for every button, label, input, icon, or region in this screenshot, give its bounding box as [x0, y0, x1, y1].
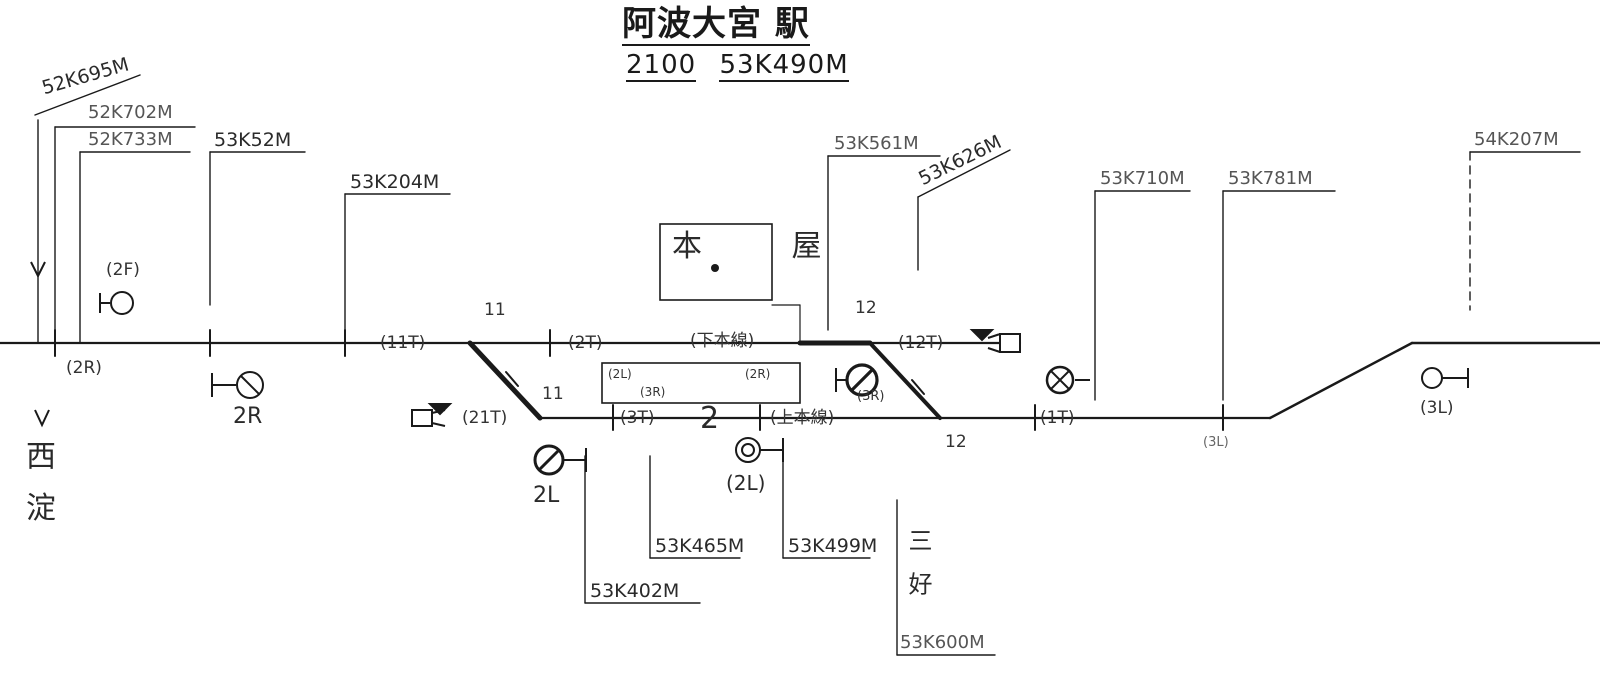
km-mark: 53K204M [350, 171, 440, 193]
station-code: 2100 [626, 50, 697, 82]
signal-label: (2L) [726, 471, 766, 495]
track-label: (3T) [620, 408, 655, 428]
joint [505, 371, 519, 387]
west-fork [34, 409, 50, 428]
km-mark: 53K402M [590, 580, 680, 602]
track-label: (11T) [380, 333, 426, 353]
signal-label: (2F) [106, 260, 140, 280]
joint [911, 379, 925, 395]
station-building [659, 223, 773, 301]
switch-number: 11 [484, 300, 506, 320]
signal-label: (3L) [1420, 398, 1454, 418]
signal-2L-main [533, 444, 587, 476]
signal-label: 2L [533, 483, 560, 508]
signal-3R-loop [835, 363, 879, 397]
signal-label: (3R) [857, 389, 885, 404]
station-code-km: 2100 53K490M [626, 50, 863, 82]
signal-2L-repeater [735, 437, 784, 463]
track-label: (1T) [1040, 408, 1075, 428]
km-mark: 53K781M [1228, 168, 1313, 189]
direction-east: 三 好 [904, 528, 932, 602]
direction-west: 西 淀 [20, 440, 55, 528]
km-mark: 53K561M [834, 133, 919, 154]
signal-east-main [1045, 365, 1090, 395]
switch-number: 11 [542, 384, 564, 404]
lever-label: (3R) [640, 385, 666, 399]
track-label: (21T) [462, 408, 508, 428]
km-mark: 52K733M [88, 129, 173, 150]
track-label: (下本線) [690, 331, 755, 351]
track-label: (12T) [898, 333, 944, 353]
signal-triangle [427, 403, 453, 416]
signal-triangle [969, 329, 995, 342]
station-title: 阿波大宮 駅 [622, 4, 810, 46]
km-leader [917, 149, 1011, 198]
building-dot [711, 264, 719, 272]
track-label: (3L) [1203, 435, 1229, 450]
km-mark: 53K499M [788, 535, 878, 557]
stop-block-east [987, 333, 1021, 353]
lever-frame [601, 362, 801, 404]
km-leader [34, 74, 141, 116]
turnout-west [467, 340, 543, 421]
km-leaders [34, 74, 1581, 656]
signal-3L-distant [1421, 367, 1469, 389]
km-mark: 53K600M [900, 632, 985, 653]
km-mark: 53K52M [214, 129, 292, 151]
track-label: (2T) [568, 333, 603, 353]
km-mark: 53K710M [1100, 168, 1185, 189]
km-mark: 53K465M [655, 535, 745, 557]
lever-label: (2L) [608, 367, 632, 381]
switch-number: 12 [945, 432, 967, 452]
track-number: 2 [700, 401, 720, 436]
track-label: (上本線) [770, 408, 835, 428]
lever-label: (2R) [745, 367, 771, 381]
insulation-joints [54, 329, 1224, 431]
east-line-rise [1268, 341, 1414, 420]
km-mark: 52K702M [88, 102, 173, 123]
signal-2R-main [211, 371, 264, 399]
signal-label: 2R [233, 404, 263, 429]
signal-label: (2R) [66, 358, 102, 378]
station-km: 53K490M [719, 50, 849, 82]
station-building-label: 本 屋 [672, 229, 862, 264]
km-mark: 54K207M [1474, 129, 1559, 150]
switch-number: 12 [855, 298, 877, 318]
west-fork-top [30, 261, 46, 279]
turnout-east [868, 341, 942, 420]
signal-2F-distant [99, 291, 134, 315]
